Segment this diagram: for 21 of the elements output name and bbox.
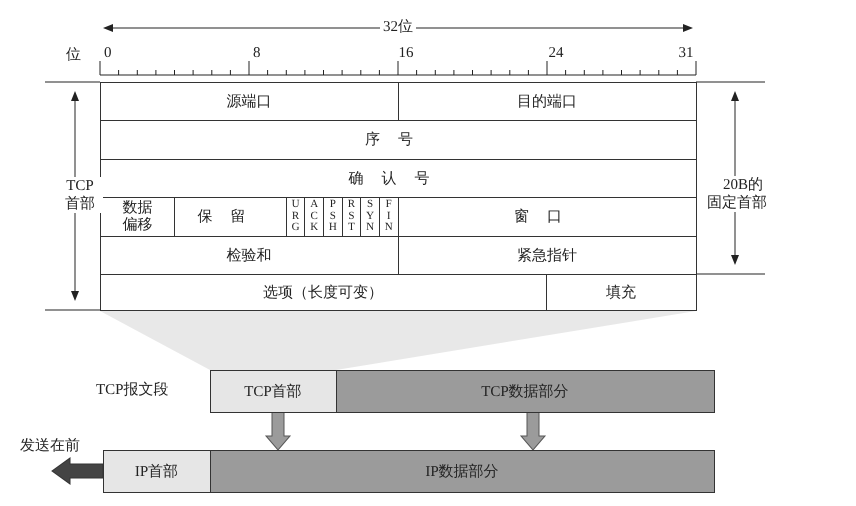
row-label: TCP报文段 [96, 380, 169, 399]
header-field: 选项（长度可变） [100, 274, 546, 310]
block-arrow [264, 412, 292, 451]
header-field: 源端口 [100, 82, 398, 120]
header-segment: TCP首部 [210, 370, 336, 412]
header-field: 序号 [100, 120, 696, 160]
header-field: 目的端口 [398, 82, 696, 120]
direction-label: 发送在前 [20, 436, 80, 455]
bit-number: 0 [104, 45, 112, 62]
header-segment: IP首部 [102, 450, 210, 492]
header-field: 确认号 [100, 158, 696, 198]
data-segment: IP数据部分 [210, 450, 714, 492]
bit-number: 24 [548, 45, 564, 62]
dimension-label: 32位 [380, 17, 416, 36]
bit-number: 8 [253, 45, 260, 62]
block-arrow [520, 412, 546, 451]
data-segment: TCP数据部分 [336, 370, 714, 412]
bit-number: 31 [678, 45, 694, 62]
header-field: 填充 [546, 274, 696, 310]
axis-label: 位 [66, 46, 81, 64]
bit-number: 16 [398, 45, 414, 62]
